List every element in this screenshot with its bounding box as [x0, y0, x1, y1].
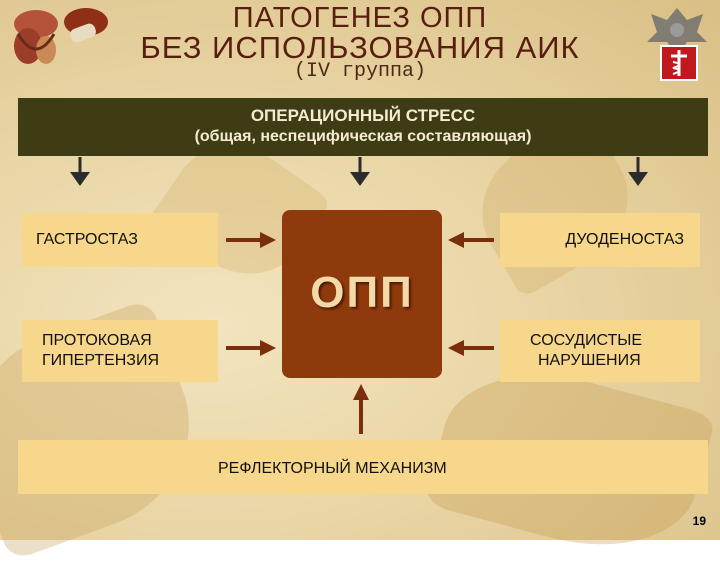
arrows-layer: [70, 157, 648, 434]
arrow-vascular-to-opp: [448, 340, 494, 356]
arrow-ductal-to-opp: [226, 340, 276, 356]
gastrostasis-box: ГАСТРОСТАЗ: [22, 213, 218, 267]
arrow-duodenostasis-to-opp: [448, 232, 494, 248]
arrow-gastrostasis-to-opp: [226, 232, 276, 248]
vascular-disorders-line1: СОСУДИСТЫЕ: [530, 332, 643, 349]
down-arrow-left: [70, 157, 90, 186]
vascular-disorders-line2: НАРУШЕНИЯ: [538, 352, 641, 369]
ductal-hypertension-box: ПРОТОКОВАЯ ГИПЕРТЕНЗИЯ: [22, 320, 218, 382]
reflex-mechanism-label: РЕФЛЕКТОРНЫЙ МЕХАНИЗМ: [218, 460, 447, 477]
reflex-mechanism-box: РЕФЛЕКТОРНЫЙ МЕХАНИЗМ: [18, 440, 708, 494]
operational-stress-box: ОПЕРАЦИОННЫЙ СТРЕСС (общая, неспецифичес…: [18, 98, 708, 156]
gastrostasis-label: ГАСТРОСТАЗ: [36, 231, 138, 248]
page-number: 19: [692, 514, 706, 528]
ductal-hypertension-line1: ПРОТОКОВАЯ: [42, 332, 152, 349]
slide-subtitle: (IV группа): [293, 60, 427, 83]
down-arrow-right: [628, 157, 648, 186]
slide-title-line2: БЕЗ ИСПОЛЬЗОВАНИЯ АИК: [140, 30, 580, 65]
organs-illustration-icon: [14, 10, 58, 64]
duodenostasis-label: ДУОДЕНОСТАЗ: [565, 231, 684, 248]
medical-emblem-icon: [660, 45, 698, 81]
duodenostasis-box: ДУОДЕНОСТАЗ: [500, 213, 700, 267]
center-opp-label: ОПП: [310, 268, 414, 317]
arrow-reflex-to-opp: [353, 384, 369, 434]
coat-of-arms-icon: [647, 8, 707, 56]
stress-title: ОПЕРАЦИОННЫЙ СТРЕСС: [250, 106, 476, 125]
mushroom-icon: [64, 8, 108, 43]
vascular-disorders-box: СОСУДИСТЫЕ НАРУШЕНИЯ: [500, 320, 700, 382]
down-arrow-center: [350, 157, 370, 186]
center-opp-box: ОПП: [282, 210, 442, 378]
slide-title-line1: ПАТОГЕНЕЗ ОПП: [232, 2, 488, 34]
stress-description: (общая, неспецифическая составляющая): [194, 128, 532, 145]
ductal-hypertension-line2: ГИПЕРТЕНЗИЯ: [42, 352, 160, 369]
